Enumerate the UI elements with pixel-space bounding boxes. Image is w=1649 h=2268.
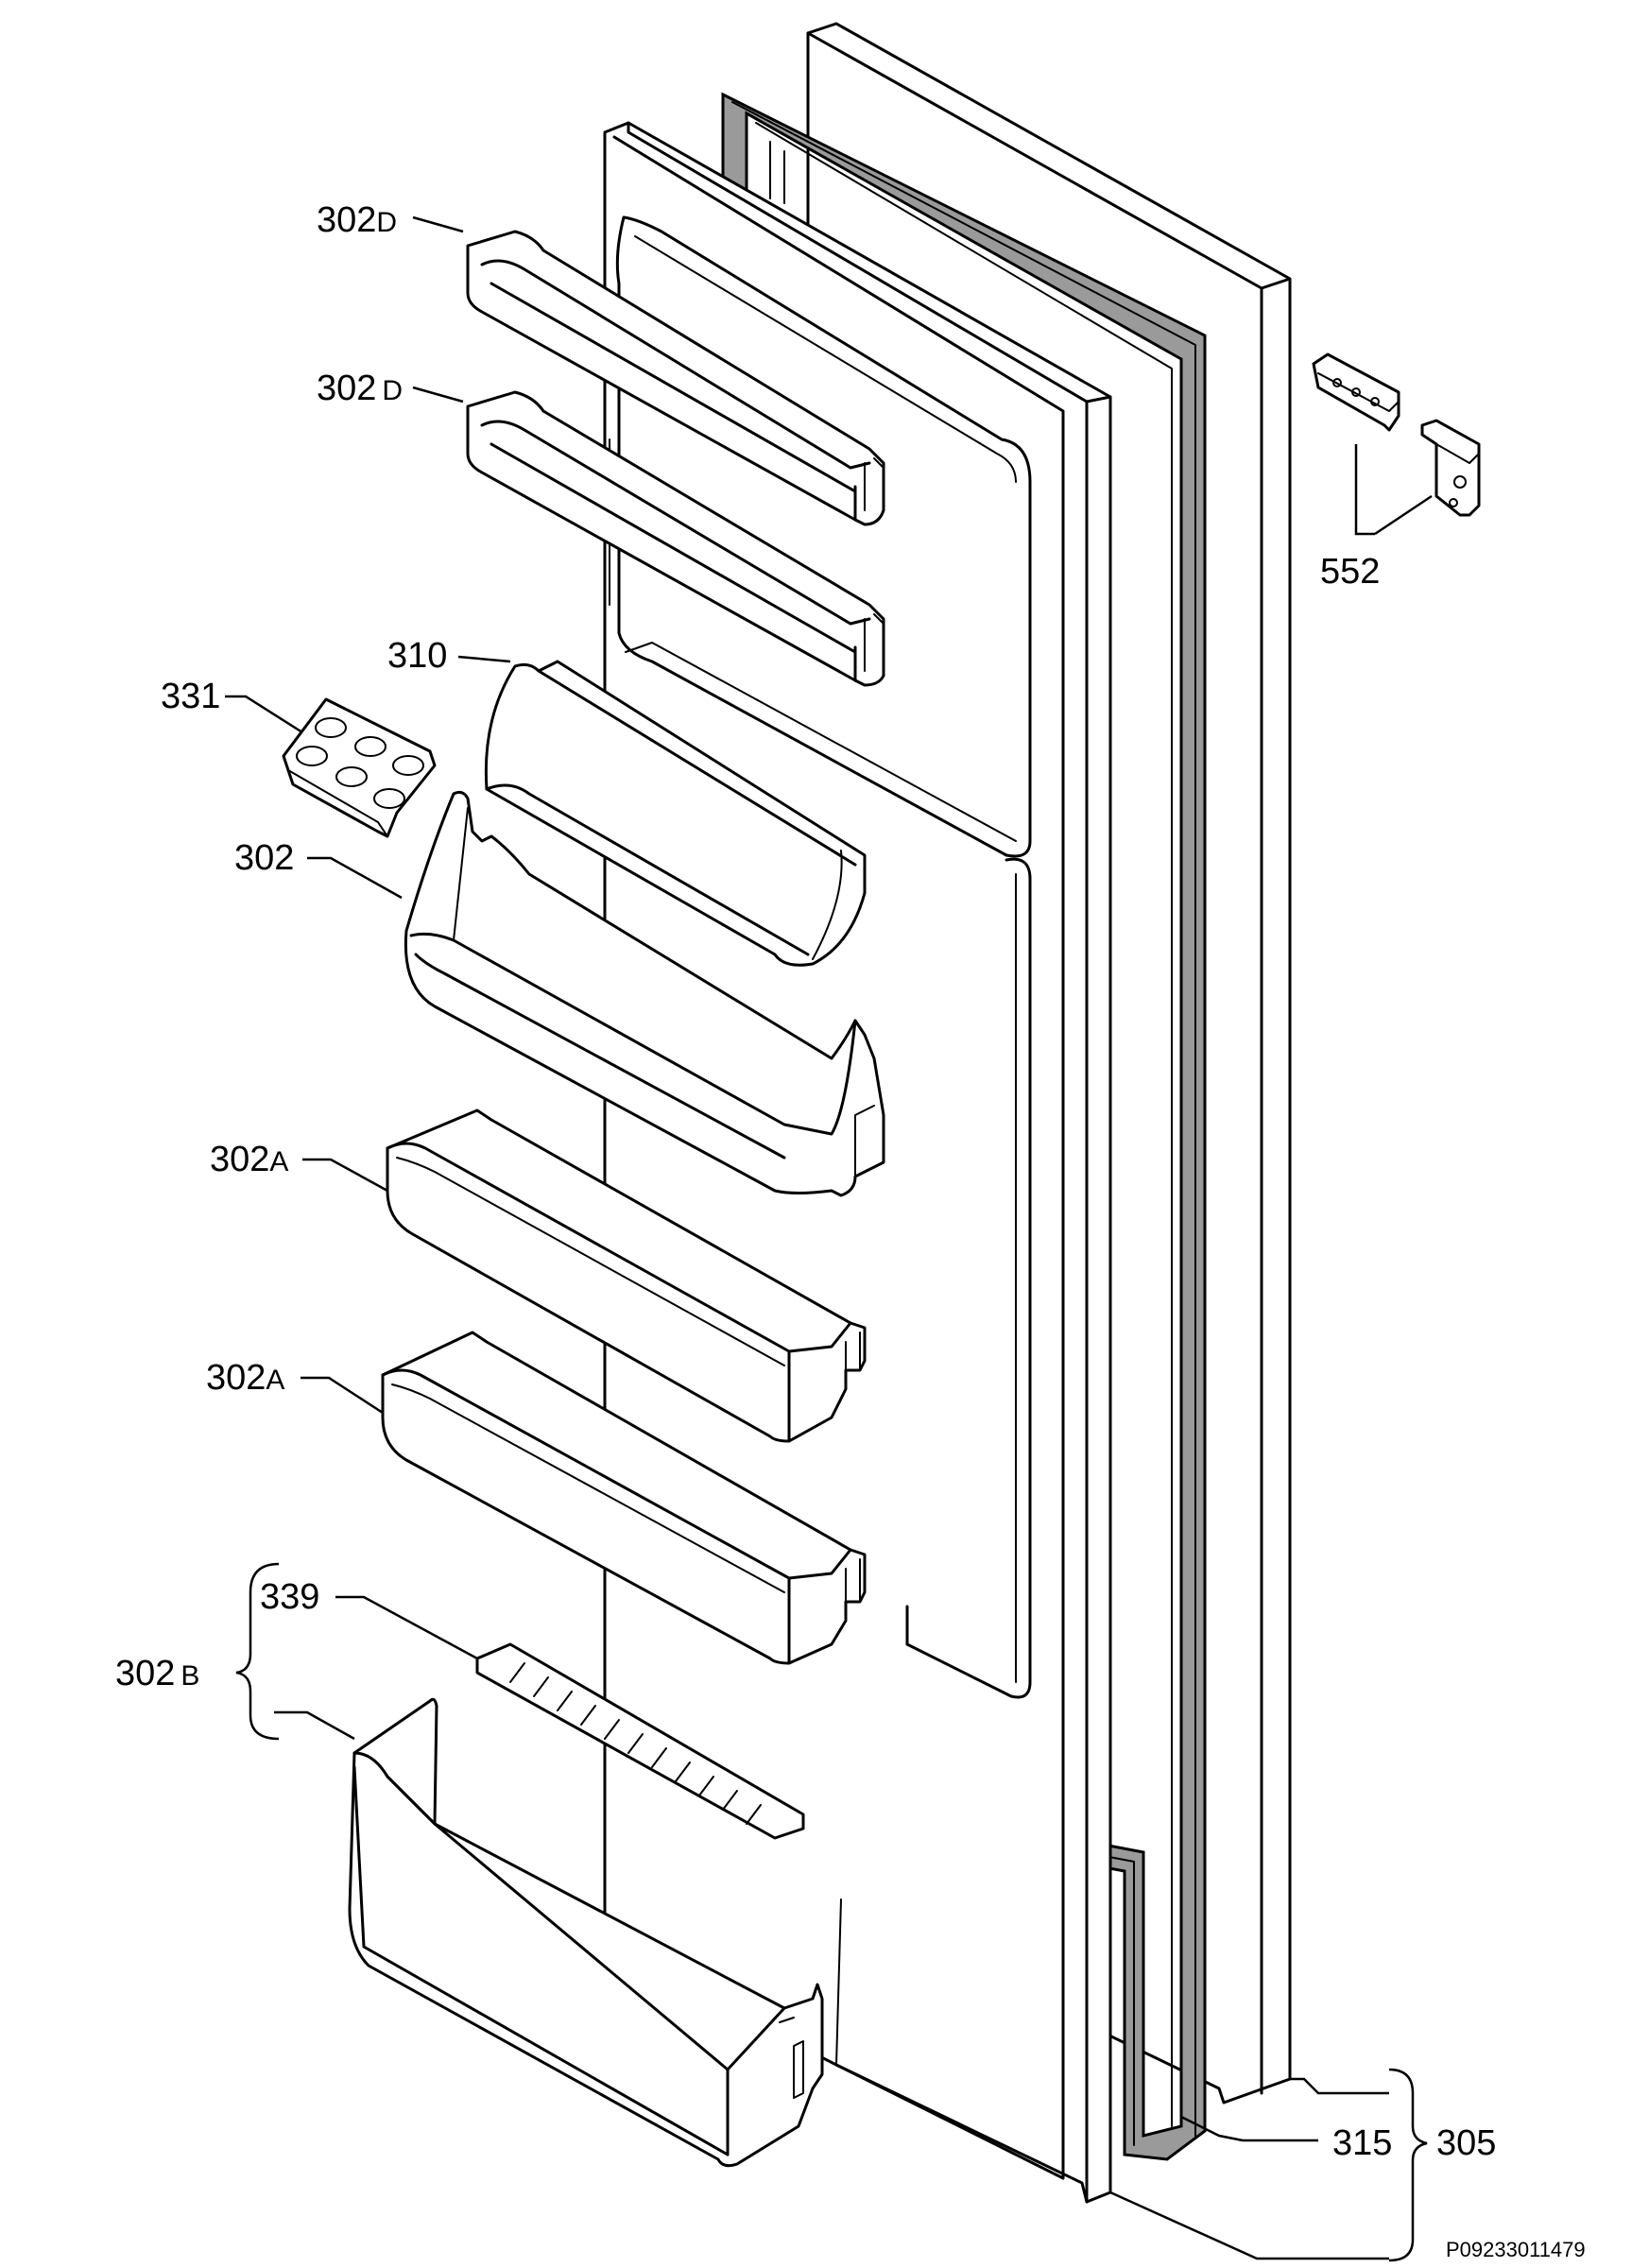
label-302a-upper: 302A (210, 1140, 288, 1179)
label-331: 331 (161, 677, 220, 716)
door-shelf-302d-second (466, 390, 885, 687)
label-302d-top: 302D (317, 200, 397, 240)
egg-tray-331 (282, 697, 437, 838)
label-339: 339 (260, 1577, 319, 1617)
reference-code: P09233011479 (1446, 2238, 1586, 2261)
door-shelf-302a-lower (381, 1331, 867, 1665)
bottle-holder-339 (475, 1642, 805, 1840)
label-302a-lower: 302A (206, 1358, 284, 1398)
label-310: 310 (387, 636, 447, 676)
bottom-door-bin (348, 1697, 824, 2168)
label-302: 302 (234, 838, 294, 878)
door-shelf-302a-upper (386, 1108, 867, 1443)
leader-lines (225, 215, 1428, 2262)
label-315: 315 (1332, 2123, 1392, 2163)
bottle-shelf-302 (404, 790, 885, 1197)
label-305: 305 (1436, 2123, 1496, 2163)
label-552: 552 (1320, 552, 1380, 592)
hinge-552 (1312, 352, 1481, 536)
shelf-cover-310 (484, 660, 867, 967)
door-shelf-302d-top (466, 230, 885, 526)
